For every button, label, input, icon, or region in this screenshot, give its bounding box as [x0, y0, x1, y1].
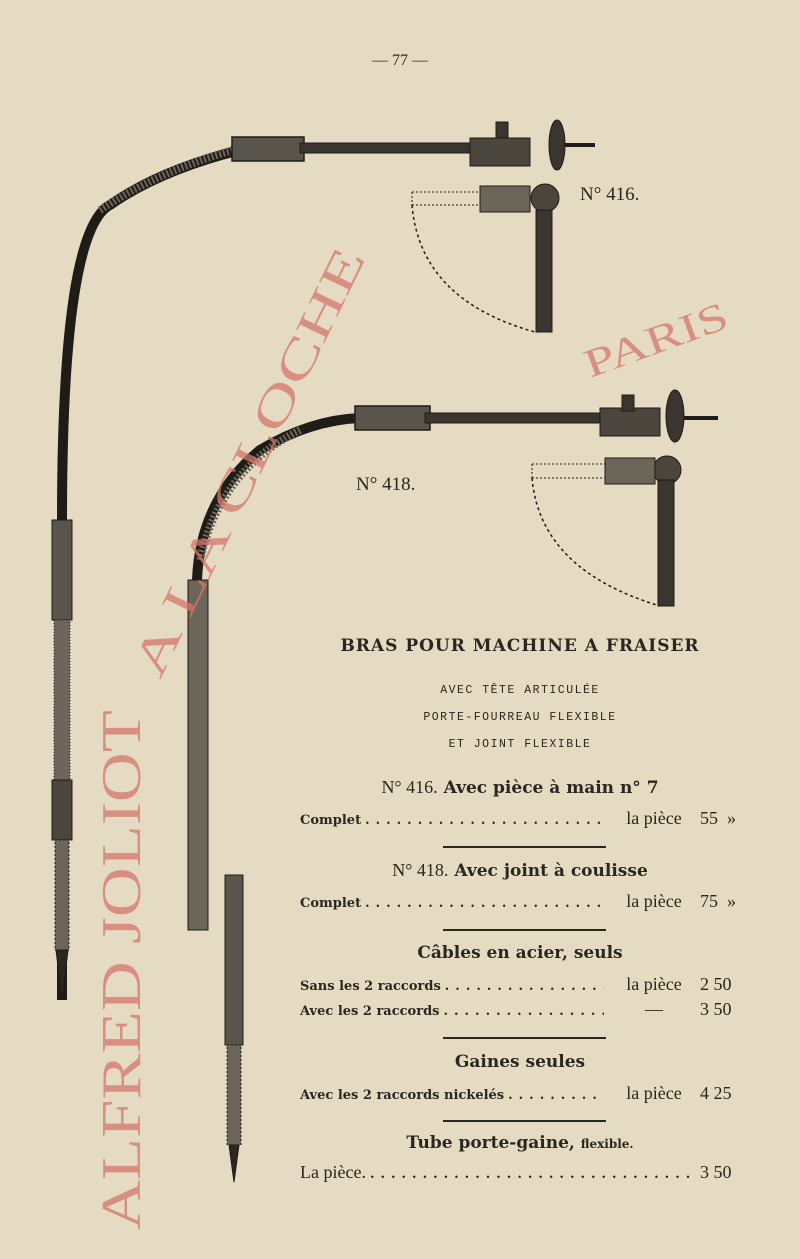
price-line: Complet ................................…	[300, 808, 770, 829]
line-label: Complet	[300, 896, 362, 911]
dot-leader: ........................................	[365, 896, 604, 911]
section-heading-tube: Tube porte-gaine, flexible.	[300, 1133, 740, 1153]
dot-leader: ........................................	[508, 1088, 604, 1103]
arm-416-illustration	[51, 119, 595, 1001]
line-price: 3 50	[700, 1162, 732, 1182]
stamp-line-2: ALFRED JOLIOT	[91, 710, 153, 1230]
line-unit: la pièce	[626, 1083, 682, 1103]
line-unit: la pièce	[626, 974, 682, 994]
stamp-line-3: PARIS	[578, 293, 734, 387]
subtitle-line: AVEC TÊTE ARTICULÉE	[440, 684, 600, 697]
line-price: 55 »	[700, 808, 736, 828]
section-title-suffix: flexible.	[580, 1137, 634, 1151]
subtitle-line: ET JOINT FLEXIBLE	[448, 738, 592, 751]
line-label: Avec les 2 raccords nickelés	[300, 1088, 505, 1103]
section-title: Avec pièce à main n° 7	[443, 778, 659, 798]
section-heading-gaines: Gaines seules	[454, 1052, 586, 1072]
line-price: 2 50	[700, 974, 732, 994]
price-line: Avec les 2 raccords nickelés ...........…	[300, 1083, 770, 1104]
section-heading-416: N° 416. Avec pièce à main n° 7	[300, 777, 740, 798]
dot-leader: ........................................…	[369, 1167, 696, 1182]
catalog-title: BRAS POUR MACHINE A FRAISER	[340, 636, 700, 656]
line-label: Avec les 2 raccords	[300, 1004, 440, 1019]
line-label: Sans les 2 raccords	[300, 979, 441, 994]
section-heading-cables: Câbles en acier, seuls	[417, 943, 623, 963]
line-price: 75 »	[700, 891, 736, 911]
dot-leader: ........................................	[444, 979, 604, 994]
price-line: Sans les 2 raccords ....................…	[300, 974, 770, 995]
item-number: N° 416.	[381, 777, 438, 797]
line-price: 3 50	[700, 999, 732, 1019]
line-unit: —	[645, 999, 663, 1019]
divider	[443, 1120, 606, 1122]
figure-label-418: N° 418.	[356, 474, 416, 495]
divider	[443, 846, 606, 848]
line-price: 4 25	[700, 1083, 732, 1103]
section-title: Tube porte-gaine,	[406, 1133, 575, 1153]
subtitle-line: PORTE-FOURREAU FLEXIBLE	[423, 711, 617, 724]
section-title: Avec joint à coulisse	[454, 861, 648, 881]
line-unit: la pièce	[626, 808, 682, 828]
price-line: Avec les 2 raccords ....................…	[300, 999, 770, 1020]
line-unit: la pièce	[626, 891, 682, 911]
dot-leader: ........................................	[443, 1004, 604, 1019]
section-heading-418: N° 418. Avec joint à coulisse	[300, 860, 740, 881]
page-number: — 77 —	[372, 52, 428, 69]
stamp-line-1: A LA CLOCHE	[122, 239, 376, 685]
arm-418-illustration	[187, 389, 718, 1183]
figure-label-416: N° 416.	[580, 184, 640, 205]
line-label: La pièce.	[300, 1162, 366, 1182]
divider	[443, 929, 606, 931]
stamp-watermark: A LA CLOCHE ALFRED JOLIOT PARIS	[91, 239, 734, 1230]
divider	[443, 1037, 606, 1039]
price-line: La pièce. ..............................…	[300, 1162, 770, 1183]
item-number: N° 418.	[392, 860, 449, 880]
line-label: Complet	[300, 813, 362, 828]
dot-leader: ........................................	[365, 813, 604, 828]
price-line: Complet ................................…	[300, 891, 770, 912]
